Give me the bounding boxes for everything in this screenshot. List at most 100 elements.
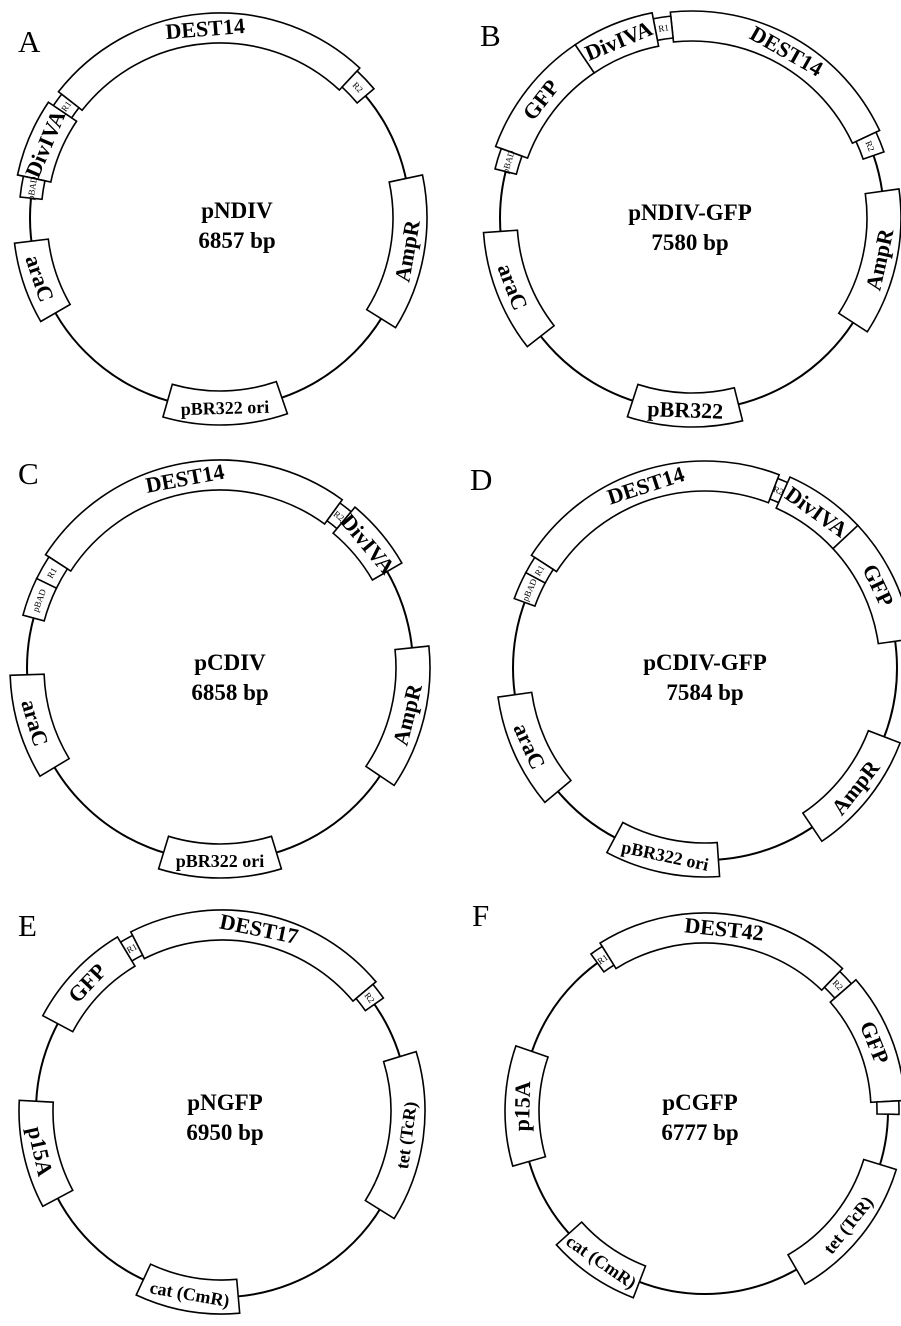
feature-box xyxy=(9,673,71,778)
feature-pbr322-ori: pBR322 ori xyxy=(605,821,721,878)
feature-box xyxy=(513,571,547,608)
feature-box xyxy=(605,821,721,878)
feature-box xyxy=(157,835,283,879)
feature-box xyxy=(589,945,615,973)
feature-box xyxy=(52,93,81,120)
feature-label: R1 xyxy=(125,941,139,955)
plasmid-size: 6950 bp xyxy=(186,1120,263,1145)
feature-r1: R1 xyxy=(589,945,615,973)
feature-box xyxy=(44,459,344,573)
feature-arac: araC xyxy=(497,691,573,804)
feature-pbr322: pBR322 xyxy=(626,383,744,428)
feature-pbad: pBAD xyxy=(513,571,547,608)
feature-dest42: DEST42 xyxy=(598,912,844,992)
feature-dest14: DEST14 xyxy=(57,12,361,112)
feature-label: pBR322 ori xyxy=(180,397,269,419)
feature-ampr: AmpR xyxy=(364,645,431,787)
feature-box xyxy=(854,131,885,161)
feature-pbad: pBAD xyxy=(494,147,523,176)
feature-box xyxy=(119,934,144,963)
feature-box xyxy=(41,935,137,1033)
feature-r1: R1 xyxy=(52,93,81,120)
feature-gfp: GFP xyxy=(41,935,137,1033)
feature-box xyxy=(574,11,660,75)
feature-gfp: GFP xyxy=(831,524,901,645)
feature-box xyxy=(161,380,289,426)
plasmid-name: pCDIV-GFP xyxy=(643,650,767,675)
panel-letter: E xyxy=(18,908,37,943)
feature-ampr: AmpR xyxy=(837,188,901,333)
feature-pbr322-ori: pBR322 ori xyxy=(157,835,283,879)
feature-r1: R1 xyxy=(35,555,69,590)
plasmid-name: pNDIV-GFP xyxy=(628,200,752,225)
feature-box xyxy=(35,555,69,590)
plasmid-name: pCGFP xyxy=(662,1090,737,1115)
plasmid-name: pNDIV xyxy=(201,198,273,223)
plasmid-size: 6857 bp xyxy=(198,228,275,253)
plasmid-panel-d: D DEST14R1pBADR2DivIVAGFParaCAmpRpBR322 … xyxy=(470,460,901,878)
feature-box xyxy=(837,188,901,333)
feature-label: p15A xyxy=(509,1081,535,1132)
feature-box xyxy=(652,15,674,42)
feature-label: R1 xyxy=(533,563,547,577)
feature-box xyxy=(801,729,901,843)
feature-box xyxy=(364,1050,426,1220)
feature-dest14: DEST14 xyxy=(44,459,344,573)
feature-r1: R1 xyxy=(524,556,555,585)
feature-r2: R2 xyxy=(854,131,885,161)
feature-box xyxy=(555,1220,647,1299)
feature-dest17: DEST17 xyxy=(129,909,378,1003)
feature-pbad: pBAD xyxy=(19,175,46,201)
feature-box xyxy=(135,1263,241,1315)
feature-cat-cmr: cat (CmR) xyxy=(135,1263,241,1315)
panel-letter: D xyxy=(470,462,492,497)
feature-box xyxy=(626,383,744,428)
feature-box xyxy=(18,1099,74,1208)
feature-box xyxy=(340,69,376,105)
feature-tet-tcr: tet (TcR) xyxy=(786,1158,898,1286)
feature-box xyxy=(365,174,428,329)
feature-label: DEST14 xyxy=(164,13,245,44)
plasmid-size: 6858 bp xyxy=(191,680,268,705)
feature-box xyxy=(831,524,901,645)
panel-letter: B xyxy=(480,18,501,53)
feature-arac: araC xyxy=(9,673,71,778)
feature-tet-tcr: tet (TcR) xyxy=(364,1050,426,1220)
feature-dest14: DEST14 xyxy=(530,460,781,573)
feature-diviva: DivIVA xyxy=(332,506,403,582)
feature-box xyxy=(598,912,844,992)
feature-label: R2 xyxy=(863,139,876,152)
panel-letter: C xyxy=(18,456,39,491)
plasmid-size: 7580 bp xyxy=(651,230,728,255)
feature-label: R1 xyxy=(596,952,610,966)
feature-p15a: p15A xyxy=(504,1044,550,1168)
feature-box xyxy=(21,577,58,622)
feature-junction xyxy=(875,1100,900,1116)
feature-box xyxy=(57,12,361,112)
feature-arac: araC xyxy=(482,229,556,348)
feature-box xyxy=(786,1158,898,1286)
feature-label: R1 xyxy=(45,566,59,580)
feature-pbr322-ori: pBR322 ori xyxy=(161,380,289,426)
feature-label: R1 xyxy=(658,22,670,33)
feature-box xyxy=(524,556,555,585)
feature-r2: R2 xyxy=(354,983,385,1012)
feature-box xyxy=(497,691,573,804)
feature-label: pBR322 xyxy=(647,396,724,424)
feature-box xyxy=(482,229,556,348)
feature-ampr: AmpR xyxy=(801,729,901,843)
feature-cat-cmr: cat (CmR) xyxy=(555,1220,647,1299)
feature-box xyxy=(332,506,403,582)
plasmid-name: pCDIV xyxy=(194,650,266,675)
feature-ampr: AmpR xyxy=(365,174,428,329)
feature-p15a: p15A xyxy=(18,1099,74,1208)
